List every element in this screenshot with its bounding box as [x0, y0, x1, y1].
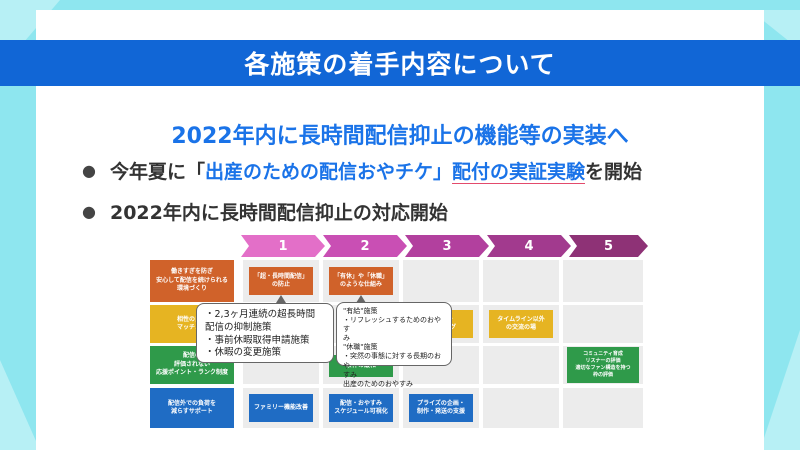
- phase-header-4: 4: [487, 235, 571, 257]
- task-card: プライズの企画・ 制作・発送の支援: [409, 394, 473, 422]
- bullet-text: 今年夏に「出産のための配信おやチケ」配付の実証実験を開始: [109, 161, 643, 184]
- grid-cell: [483, 388, 559, 428]
- row-label-4: 配信外での負荷を 減らすサポート: [150, 388, 234, 428]
- highlight-text: 出産のための配信おやチケ」: [204, 161, 452, 183]
- callout-pointer: [276, 295, 286, 303]
- callout-pointer: [356, 295, 366, 303]
- grid-cell: [563, 260, 643, 302]
- bullet-item: ● 2022年内に長時間配信抑止の対応開始: [82, 198, 448, 225]
- phase-header-3: 3: [405, 235, 489, 257]
- grid-cell: [483, 346, 559, 384]
- row-label-1: 働きすぎを防ぎ 安心して配信を続けられる 環境づくり: [150, 260, 234, 302]
- bullet-text: 2022年内に長時間配信抑止の対応開始: [109, 202, 448, 224]
- task-card: タイムライン以外 の交流の場: [489, 310, 553, 338]
- phase-header-5: 5: [569, 235, 648, 257]
- corner-decoration: [760, 330, 800, 450]
- phase-header-1: 1: [241, 235, 325, 257]
- task-card: コミュニティ育成 リスナーの評価 適切なファン構造を持つ 枠の評価: [567, 347, 639, 383]
- page-title: 各施策の着手内容について: [244, 50, 556, 79]
- subtitle: 2022年内に長時間配信抑止の機能等の実装へ: [171, 124, 629, 149]
- bullet-dot-icon: ●: [82, 161, 96, 180]
- task-card: ファミリー機能改善: [249, 394, 313, 422]
- roadmap-table: 1 2 3 4 5 働きすぎを防ぎ 安心して配信を続けられる 環境づくり 相性の…: [148, 235, 648, 430]
- bullet-dot-icon: ●: [82, 202, 96, 221]
- callout-box: ・2,3ヶ月連続の超長時間 配信の抑制施策 ・事前休暇取得申請施策 ・休暇の変更…: [196, 303, 334, 363]
- grid-cell: [483, 260, 559, 302]
- callout-box: "有給"施策 ・リフレッシュするためのおやす み "休職"施策 ・突然の事態に対…: [336, 302, 452, 388]
- task-card: 配信・おやすみ スケジュール可視化: [329, 394, 393, 422]
- corner-decoration: [0, 360, 40, 450]
- phase-header-2: 2: [323, 235, 407, 257]
- title-banner: 各施策の着手内容について: [0, 40, 800, 86]
- bullet-item: ● 今年夏に「出産のための配信おやチケ」配付の実証実験を開始: [82, 157, 642, 184]
- grid-cell: [563, 388, 643, 428]
- underlined-text: 配付の実証実験: [452, 161, 586, 184]
- grid-cell: [563, 305, 643, 343]
- grid-cell: [403, 260, 479, 302]
- task-card: 「超・長時間配信」 の防止: [249, 267, 313, 295]
- task-card: 「有休」や「休職」 のような仕組み: [329, 267, 393, 295]
